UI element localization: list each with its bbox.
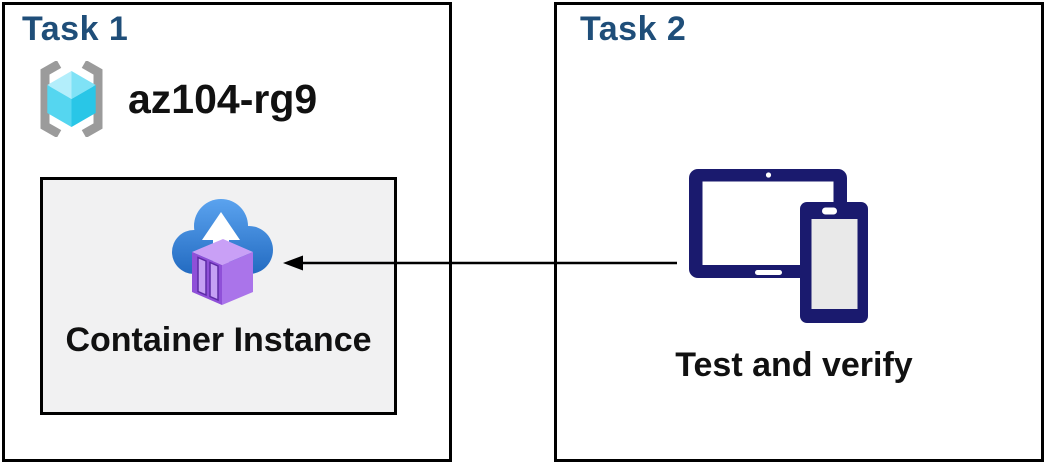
bracket-left [40,61,62,137]
phone-icon [800,202,868,323]
container-cube [192,239,253,305]
bracket-right [81,61,103,137]
resource-group-name: az104-rg9 [128,76,318,122]
tablet-home-slot [755,270,782,275]
container-instance-icon [172,199,273,305]
resource-group-icon [40,61,103,137]
tablet-phone-icon [689,169,868,323]
task2-title: Task 2 [580,10,687,48]
task1-title: Task 1 [22,10,129,48]
test-verify-label: Test and verify [675,346,913,384]
container-instance-label: Container Instance [65,321,372,359]
tablet-camera-dot [765,172,772,178]
phone-speaker-slot [822,207,837,215]
